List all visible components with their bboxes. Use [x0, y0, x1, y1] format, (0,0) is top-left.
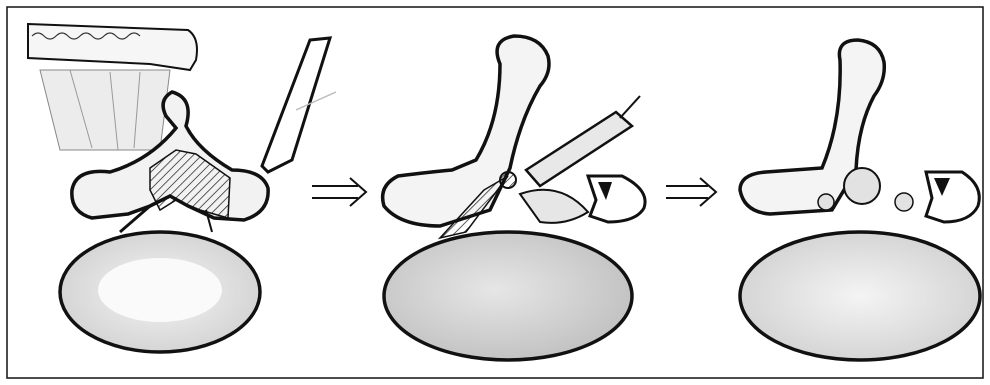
panel-1-vertebra-with-saw [28, 24, 336, 352]
spinal-muscle-shadow [40, 70, 170, 150]
burr-tip-icon [500, 172, 516, 188]
double-arrow-right-icon-2 [666, 178, 716, 206]
vertebral-body-2 [384, 232, 632, 360]
nerve-root-left [818, 194, 834, 210]
panel-2-vertebra-with-burr [383, 36, 645, 360]
panel-3-decompressed-vertebra [740, 40, 980, 360]
facet-fragment-3 [926, 172, 979, 222]
dural-sac [520, 190, 588, 223]
osteotome-icon [262, 38, 330, 172]
retractor-blade-icon [28, 24, 197, 70]
double-arrow-right-icon-1 [312, 178, 366, 206]
facet-fragment [588, 176, 645, 222]
nerve-root-right [895, 193, 913, 211]
vertebral-body-3 [740, 232, 980, 360]
spinal-cord-circle [844, 168, 880, 204]
